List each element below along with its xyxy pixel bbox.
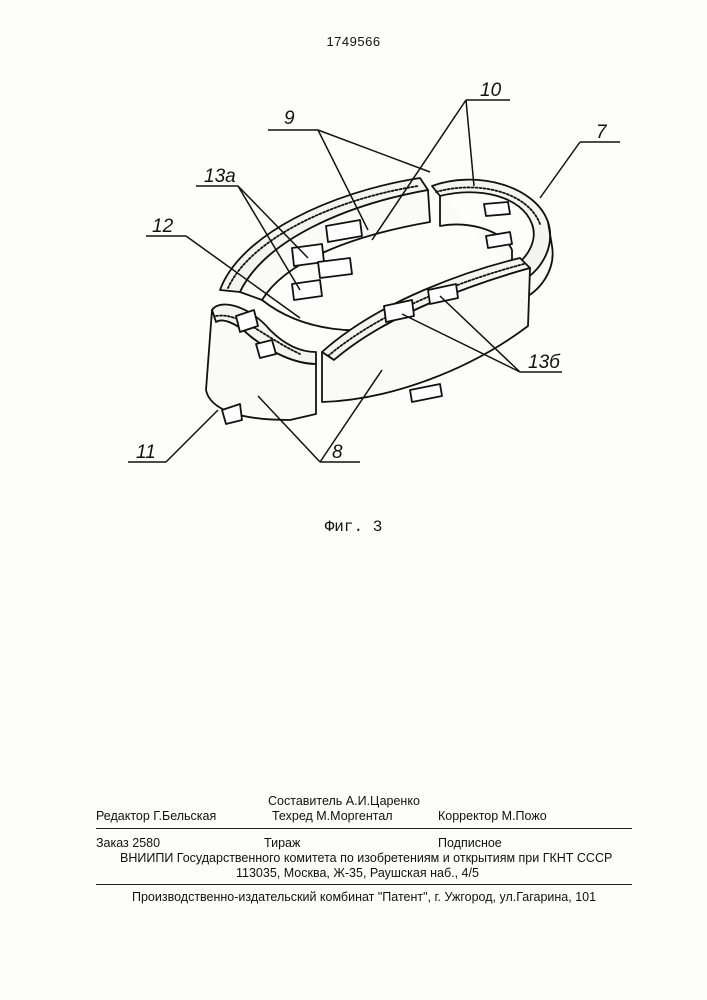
institution-line: ВНИИПИ Государственного комитета по изоб… (120, 851, 612, 865)
compiler-line: Составитель А.И.Царенко (268, 794, 420, 808)
address-line: 113035, Москва, Ж-35, Раушская наб., 4/5 (236, 866, 479, 880)
circulation-line: Тираж (264, 836, 300, 850)
imprint-rule-bottom (96, 884, 632, 885)
imprint-rule-top (96, 828, 632, 829)
subscription-line: Подписное (438, 836, 502, 850)
publisher-line: Производственно-издательский комбинат "П… (132, 890, 596, 904)
corrector-line: Корректор М.Пожо (438, 809, 547, 823)
editor-line: Редактор Г.Бельская (96, 809, 216, 823)
techred-line: Техред М.Моргентал (272, 809, 393, 823)
order-line: Заказ 2580 (96, 836, 160, 850)
